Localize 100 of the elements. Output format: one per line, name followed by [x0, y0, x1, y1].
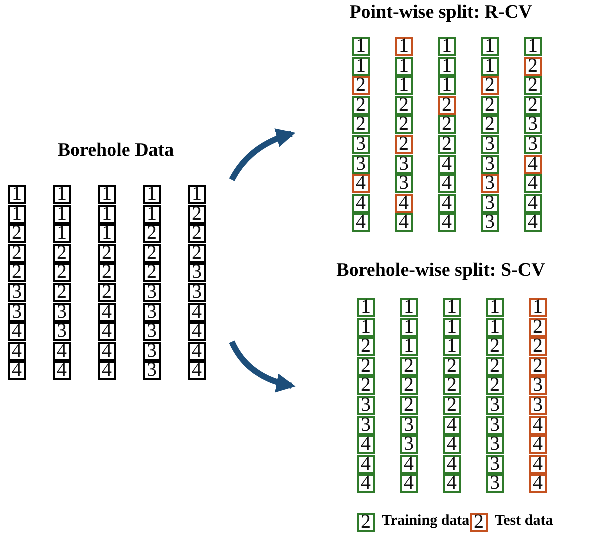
data-cell: 1 [53, 185, 71, 204]
data-cell: 1 [53, 204, 71, 224]
data-cell: 4 [188, 361, 206, 380]
data-cell: 3 [481, 174, 499, 194]
data-cell: 2 [352, 96, 370, 115]
data-cell: 4 [524, 174, 542, 194]
data-cell: 4 [8, 361, 26, 380]
data-cell: 4 [529, 416, 547, 435]
curved-arrow [229, 340, 296, 392]
data-cell: 4 [524, 213, 542, 232]
data-cell: 4 [352, 213, 370, 232]
data-cell: 1 [395, 76, 413, 96]
data-cell: 1 [400, 298, 418, 317]
data-cell: 3 [524, 135, 542, 154]
data-cell: 2 [524, 96, 542, 115]
data-cell: 4 [188, 302, 206, 322]
data-cell: 3 [481, 154, 499, 174]
data-cell: 2 [481, 76, 499, 96]
data-cell: 2 [400, 396, 418, 415]
data-cell: 1 [524, 37, 542, 56]
data-cell: 4 [529, 454, 547, 474]
data-cell: 3 [188, 263, 206, 282]
data-cell: 3 [143, 322, 161, 342]
legend-swatch: 2 [470, 513, 488, 532]
data-cell: 4 [357, 435, 375, 454]
data-cell: 1 [53, 224, 71, 244]
data-cell: 4 [443, 474, 461, 494]
data-cell: 2 [400, 356, 418, 376]
data-cell: 2 [357, 356, 375, 376]
data-cell: 3 [352, 135, 370, 154]
data-cell: 4 [98, 302, 116, 322]
data-cell: 1 [395, 37, 413, 56]
data-cell: 1 [443, 337, 461, 356]
data-cell: 3 [143, 361, 161, 380]
data-cell: 3 [53, 302, 71, 322]
data-cell: 4 [53, 361, 71, 380]
data-cell: 3 [486, 435, 504, 454]
data-cell: 2 [529, 318, 547, 337]
data-cell: 4 [98, 361, 116, 380]
data-cell: 1 [486, 318, 504, 337]
data-cell: 2 [481, 96, 499, 115]
data-cell: 2 [98, 263, 116, 282]
data-cell: 1 [352, 37, 370, 56]
data-cell: 1 [188, 185, 206, 204]
data-cell: 3 [357, 396, 375, 415]
data-cell: 4 [98, 342, 116, 361]
data-cell: 4 [98, 322, 116, 342]
data-cell: 2 [98, 244, 116, 263]
data-cell: 2 [352, 76, 370, 96]
curved-arrow [229, 129, 296, 182]
data-cell: 2 [143, 263, 161, 282]
data-cell: 2 [357, 337, 375, 356]
data-cell: 2 [524, 56, 542, 76]
data-cell: 3 [486, 454, 504, 474]
data-cell: 2 [8, 224, 26, 244]
data-cell: 2 [486, 356, 504, 376]
data-cell: 4 [395, 194, 413, 213]
data-cell: 1 [529, 298, 547, 317]
data-cell: 2 [438, 96, 456, 115]
data-cell: 1 [357, 298, 375, 317]
data-cell: 2 [524, 76, 542, 96]
data-cell: 3 [529, 376, 547, 396]
data-cell: 2 [188, 224, 206, 244]
data-cell: 2 [188, 244, 206, 263]
data-cell: 2 [357, 376, 375, 396]
data-cell: 2 [486, 337, 504, 356]
data-cell: 1 [438, 76, 456, 96]
data-cell: 2 [395, 135, 413, 154]
data-cell: 2 [443, 356, 461, 376]
data-cell: 3 [481, 213, 499, 232]
data-cell: 1 [486, 298, 504, 317]
data-cell: 3 [357, 416, 375, 435]
data-cell: 2 [352, 115, 370, 134]
data-cell: 4 [443, 435, 461, 454]
data-cell: 2 [53, 283, 71, 302]
data-cell: 1 [443, 318, 461, 337]
data-cell: 1 [352, 56, 370, 76]
data-cell: 4 [188, 322, 206, 342]
data-cell: 4 [438, 213, 456, 232]
data-cell: 2 [529, 337, 547, 356]
data-cell: 3 [529, 396, 547, 415]
data-cell: 4 [8, 322, 26, 342]
data-cell: 2 [486, 376, 504, 396]
data-cell: 4 [188, 342, 206, 361]
data-cell: 2 [8, 263, 26, 282]
data-cell: 2 [98, 283, 116, 302]
data-cell: 4 [352, 174, 370, 194]
data-cell: 2 [53, 244, 71, 263]
data-cell: 2 [400, 376, 418, 396]
data-cell: 1 [143, 185, 161, 204]
panel-heading: Borehole Data [56, 140, 176, 162]
data-cell: 2 [8, 244, 26, 263]
data-cell: 1 [98, 185, 116, 204]
data-cell: 3 [486, 396, 504, 415]
data-cell: 2 [438, 135, 456, 154]
legend-label: Test data [495, 513, 554, 530]
data-cell: 4 [400, 454, 418, 474]
data-cell: 4 [53, 342, 71, 361]
data-cell: 1 [357, 318, 375, 337]
legend-label: Training data [382, 513, 470, 530]
